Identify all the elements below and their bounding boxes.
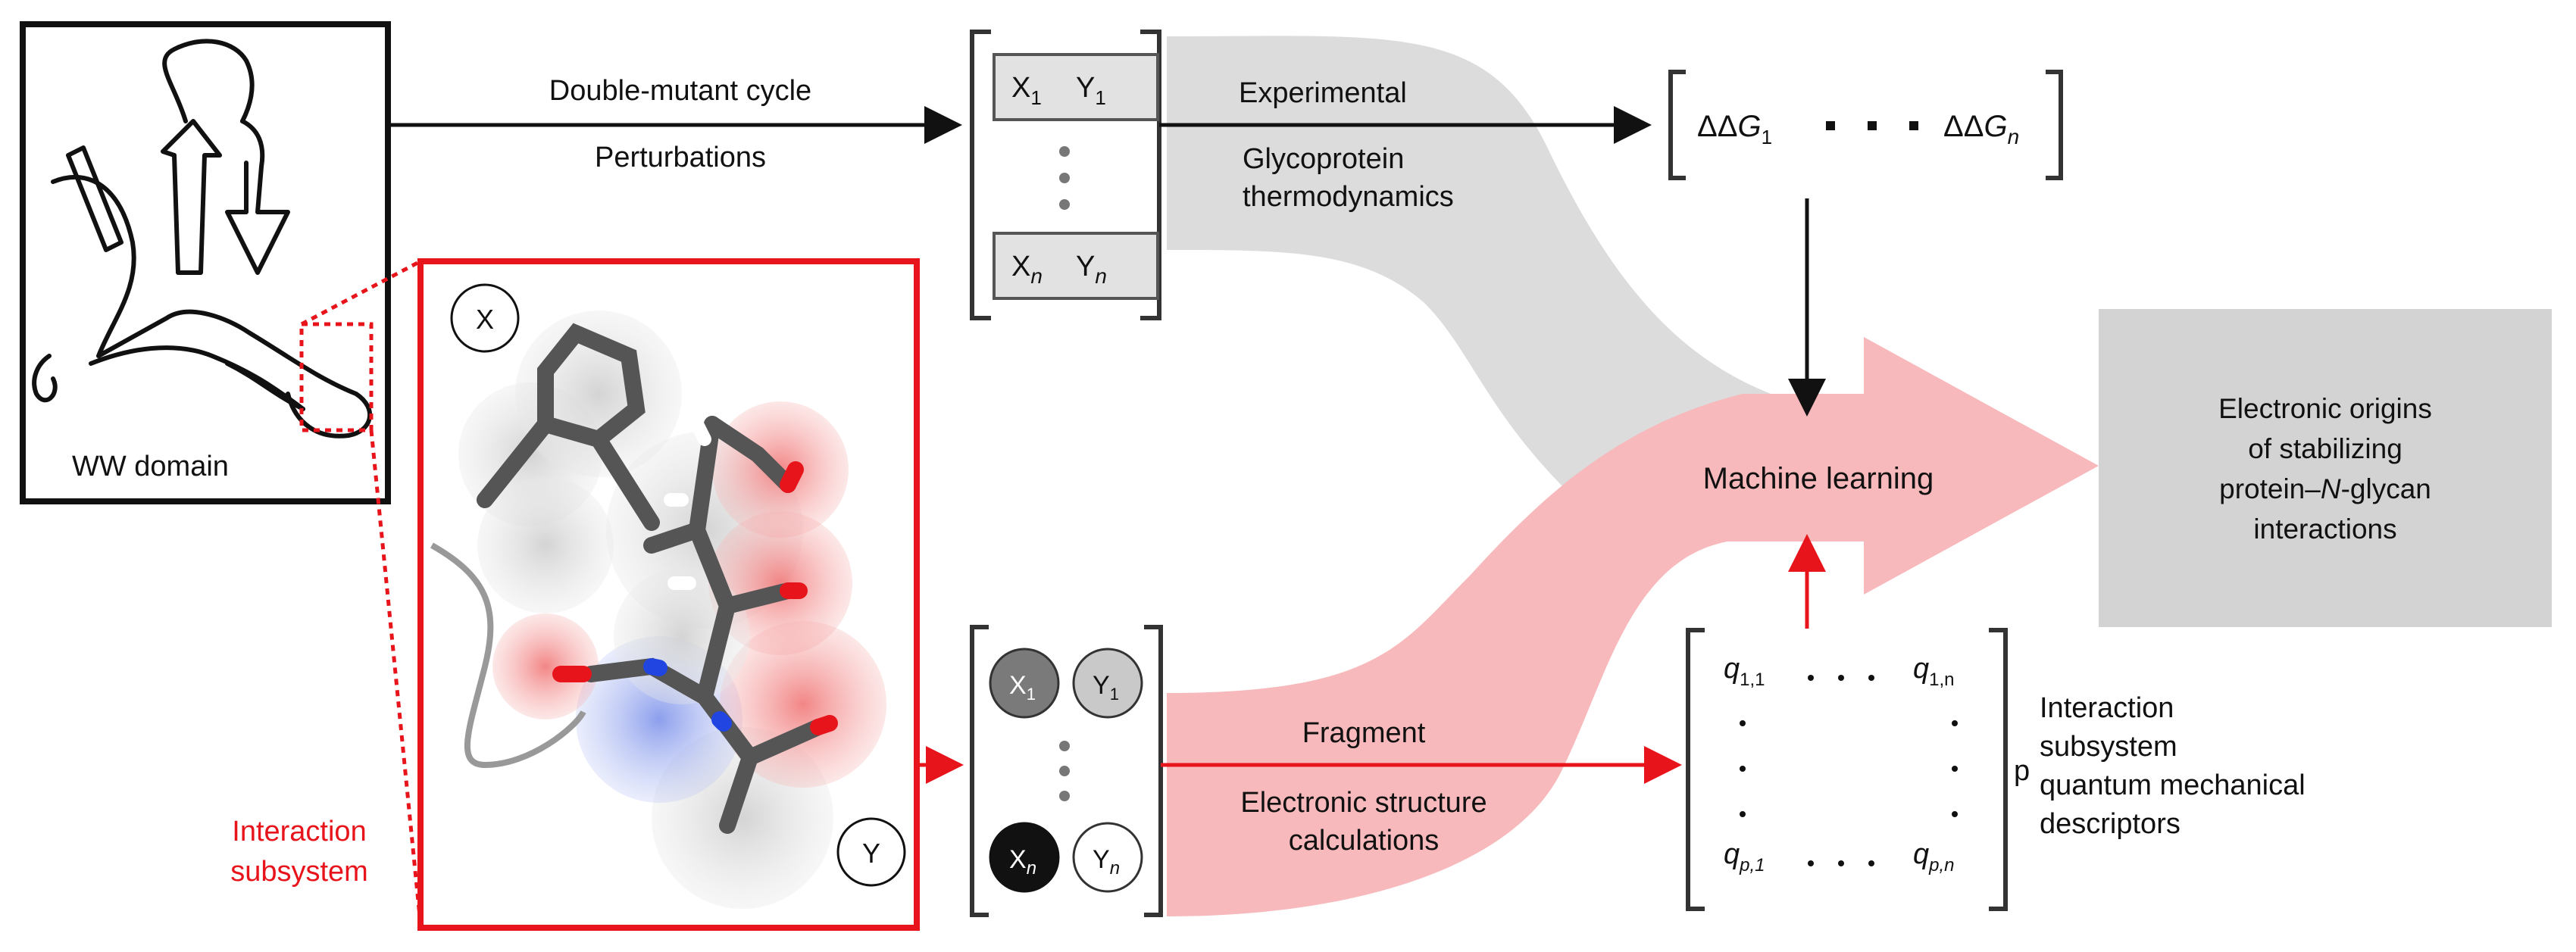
- q-11: q1,1: [1724, 653, 1765, 690]
- descriptors-line-2: subsystem: [2040, 731, 2177, 763]
- interaction-label-line-2: subsystem: [230, 856, 368, 888]
- bottom-x1: X1: [1009, 671, 1036, 704]
- molecule-illustration: [430, 311, 886, 909]
- result-line-4: interactions: [2253, 513, 2396, 545]
- result-line-3: protein–N-glycan: [2219, 473, 2431, 504]
- result-box: [2099, 309, 2552, 627]
- result-line-2: of stabilizing: [2248, 433, 2402, 464]
- descriptors-line-3: quantum mechanical: [2040, 769, 2306, 801]
- zoom-region-box: [299, 322, 374, 432]
- machine-learning-label: Machine learning: [1703, 462, 1934, 495]
- q-p1: qp,1: [1724, 838, 1765, 876]
- electronic-flow-band: [1167, 337, 2099, 916]
- thermodynamics-label: thermodynamics: [1243, 181, 1454, 213]
- bottom-y1: Y1: [1093, 671, 1119, 704]
- bottom-xn: Xn: [1009, 845, 1036, 879]
- top-xn: Xn: [1011, 251, 1043, 288]
- bottom-matrix: [970, 625, 1163, 917]
- descriptors-line-1: Interaction: [2040, 692, 2174, 724]
- ddg-1: ΔΔG1: [1697, 110, 1772, 148]
- interaction-label-line-1: Interaction: [232, 816, 366, 847]
- ww-domain-label: WW domain: [72, 451, 229, 482]
- experimental-flow-band: [1167, 36, 1818, 492]
- top-yn: Yn: [1076, 251, 1107, 288]
- top-y1: Y1: [1076, 72, 1106, 109]
- top-matrix: [970, 30, 1161, 320]
- q-matrix: [1686, 628, 2008, 911]
- electronic-structure-label: Electronic structure: [1240, 787, 1487, 819]
- y-circle: [836, 817, 906, 887]
- double-mutant-label: Double-mutant cycle: [549, 75, 811, 107]
- q-pn: qp,n: [1913, 838, 1955, 876]
- x-circle: [450, 283, 520, 353]
- zoom-line-bottom: [369, 429, 423, 925]
- result-line-1: Electronic origins: [2218, 393, 2432, 424]
- y-circle-label: Y: [862, 838, 880, 869]
- ddg-matrix: [1668, 70, 2063, 180]
- bottom-yn: Yn: [1093, 845, 1120, 879]
- perturbations-label: Perturbations: [595, 142, 766, 173]
- glycoprotein-label: Glycoprotein: [1243, 143, 1404, 175]
- ddg-n: ΔΔGn: [1943, 110, 2019, 148]
- fragment-label: Fragment: [1302, 717, 1426, 749]
- experimental-label: Experimental: [1239, 77, 1407, 109]
- q-1n: q1,n: [1913, 653, 1955, 690]
- calculations-label: calculations: [1289, 825, 1440, 857]
- ww-domain-box: [20, 21, 391, 504]
- ww-domain-ribbon-icon: [32, 39, 373, 439]
- x-circle-label: X: [476, 304, 494, 335]
- top-x1: X1: [1011, 72, 1042, 109]
- descriptors-line-4: descriptors: [2040, 808, 2181, 840]
- p-dimension-label: p: [2014, 755, 2030, 787]
